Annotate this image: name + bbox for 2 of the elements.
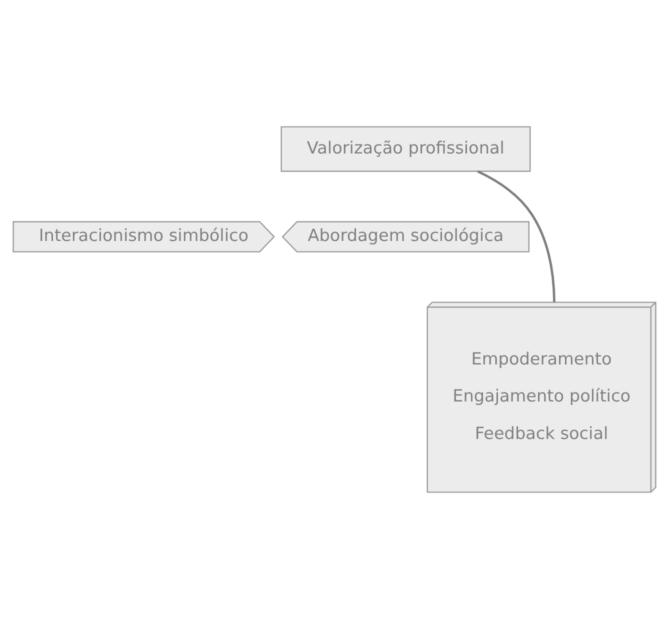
node-box: Valorização profissional bbox=[280, 126, 531, 172]
connector bbox=[477, 170, 556, 302]
